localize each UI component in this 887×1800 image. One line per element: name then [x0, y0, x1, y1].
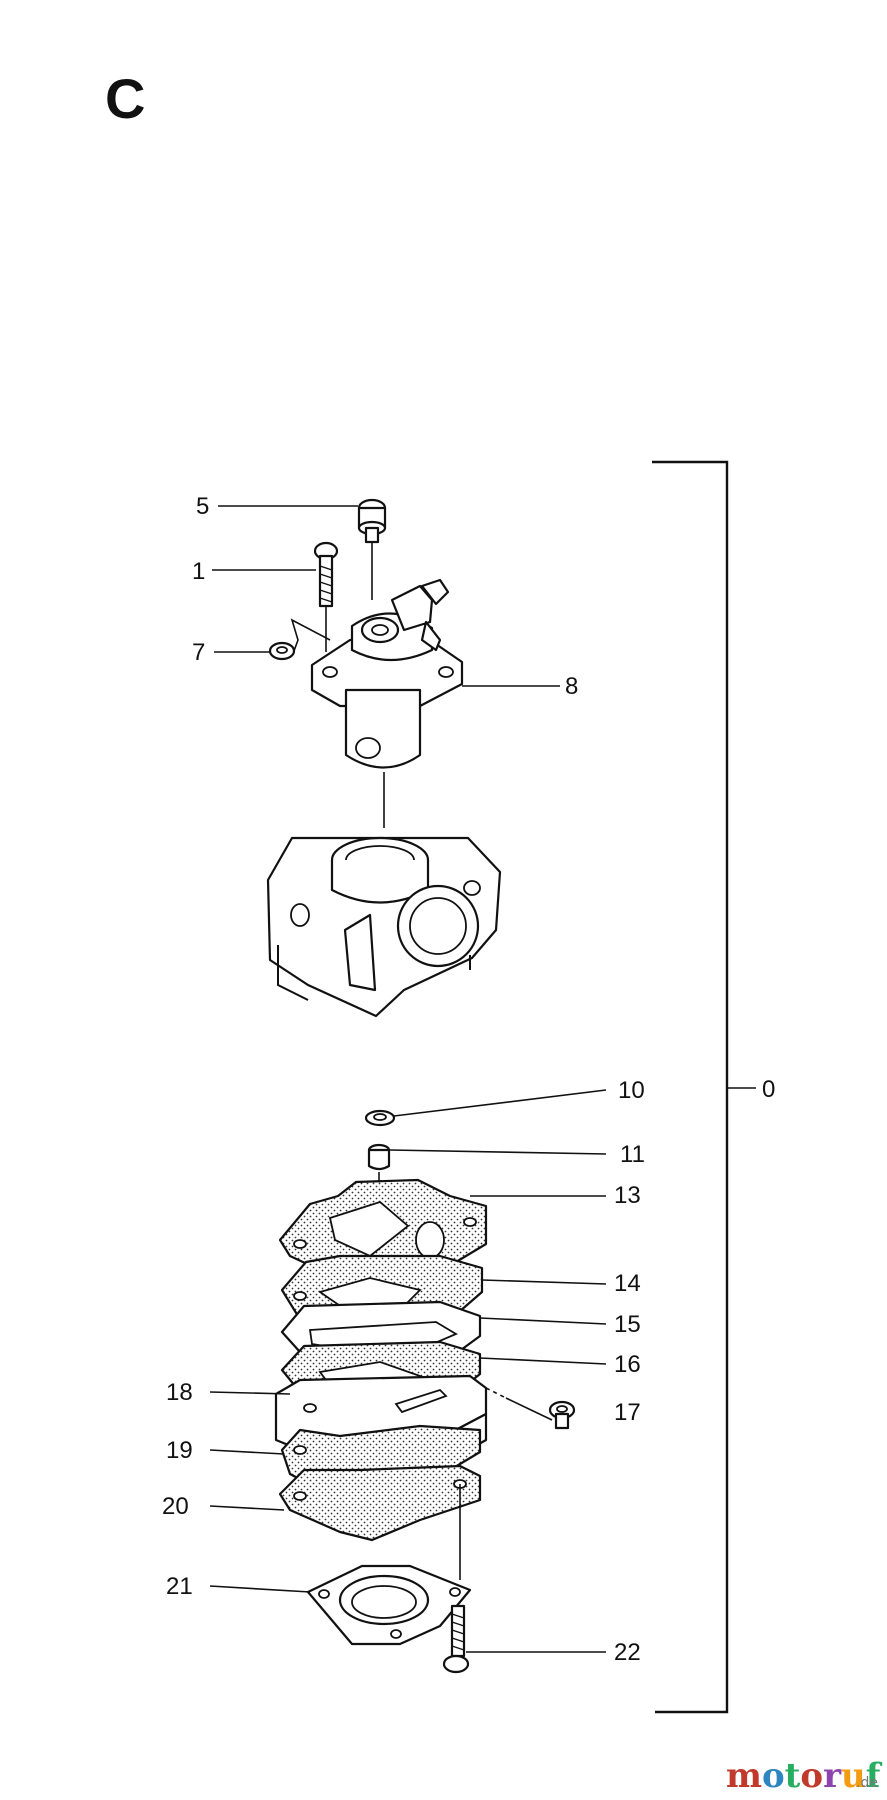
wm-letter: f: [866, 1756, 883, 1796]
callout-10: 10: [618, 1077, 645, 1104]
leader-18: [209, 1391, 291, 1395]
callout-14: 14: [614, 1270, 641, 1297]
callout-13: 13: [614, 1182, 641, 1209]
callout-18: 18: [166, 1379, 193, 1406]
part-22-screw: [442, 1604, 470, 1674]
leader-21: [209, 1585, 311, 1593]
leader-10: [393, 1089, 607, 1117]
section-letter: C: [105, 67, 145, 130]
callout-1: 1: [192, 558, 205, 585]
watermark-logo: motoruf .de: [726, 1756, 883, 1796]
part-8-throttle-housing: [310, 578, 464, 828]
part-20-diaphragm: [278, 1464, 482, 1580]
callout-20: 20: [162, 1493, 189, 1520]
callout-5: 5: [196, 493, 209, 520]
wm-letter: u: [841, 1756, 866, 1796]
wm-letter: m: [726, 1756, 762, 1796]
part-1-bolt: [313, 541, 339, 652]
part-17-screw: [485, 1387, 576, 1430]
callout-15: 15: [614, 1311, 641, 1338]
assembly-bracket: [652, 460, 729, 1714]
part-21-cover-plate: [306, 1564, 472, 1646]
callout-7: 7: [192, 639, 205, 666]
leader-16: [479, 1357, 607, 1365]
part-5-screw: [357, 498, 387, 600]
watermark-text: motoruf: [726, 1756, 883, 1796]
callout-8: 8: [565, 673, 578, 700]
leader-15: [479, 1317, 607, 1325]
wm-letter: t: [785, 1756, 801, 1796]
part-7-nut: [268, 618, 331, 661]
callout-11: 11: [620, 1141, 645, 1168]
leader-11: [389, 1149, 607, 1155]
wm-letter: r: [823, 1756, 842, 1796]
callout-17: 17: [614, 1399, 641, 1426]
carburetor-body: [266, 836, 502, 1018]
callout-0: 0: [762, 1076, 775, 1103]
part-10-washer: [364, 1109, 396, 1127]
callout-22: 22: [614, 1639, 641, 1666]
callout-16: 16: [614, 1351, 641, 1378]
leader-19: [209, 1449, 285, 1455]
wm-letter: o: [762, 1756, 785, 1796]
callout-21: 21: [166, 1573, 193, 1600]
leader-20: [209, 1505, 285, 1511]
wm-letter: o: [800, 1756, 823, 1796]
watermark-suffix: .de: [856, 1775, 878, 1791]
callout-19: 19: [166, 1437, 193, 1464]
leader-14: [481, 1279, 607, 1285]
